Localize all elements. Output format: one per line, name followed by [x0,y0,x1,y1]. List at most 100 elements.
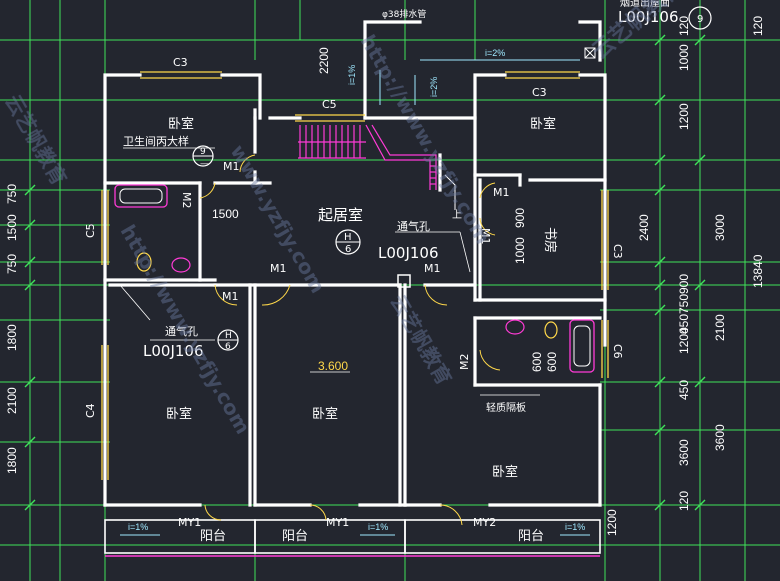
window-labels: C3 C3 C5 C5 C3 C4 C6 [84,56,624,418]
door-label: M1 [223,160,240,173]
slope-label: i=1% [368,522,388,532]
dim-text: 1800 [5,447,19,474]
door-label: M1 [424,262,441,275]
slope-label: i=2% [429,77,439,97]
note-bath-detail: 卫生间丙大样 [123,134,189,148]
note-roof-exit-ref: L00J106 [618,8,679,26]
dim-text: 450 [677,314,691,334]
dim-text: 2100 [5,387,19,414]
dim-text: 1000 [677,44,691,71]
note-vent-ref-2: L00J106 [143,342,204,360]
note-vent-1: 通气孔 [397,219,430,233]
slope-arrows [120,59,590,536]
note-drain-pipe: φ38排水管 [382,8,426,20]
note-roof-exit: 烟道出屋面 [620,0,670,9]
detail-vent2-num: H [225,331,232,341]
room-bedroom-se: 卧室 [492,464,518,480]
window-label: C4 [84,403,97,418]
left-dimensions: 750 1500 750 1800 2100 1800 [5,184,19,474]
door-label: M2 [458,354,471,371]
detail-bath-sub: — [200,159,209,169]
door-label: M2 [180,192,193,209]
window-label: C5 [322,98,337,111]
door-swings [199,154,501,526]
dimension-ticks [24,34,706,511]
bubble-dividers [193,155,360,341]
inner-dimensions: 1500 900 1000 2200 600 600 [212,47,559,372]
room-bedroom-nw: 卧室 [168,116,194,132]
dim-text: 900 [677,274,691,294]
slope-label: i=2% [485,48,505,58]
right-dimensions-a: 120 1000 1200 900 750 450 1200 450 3600 … [677,16,691,511]
dim-text: 600 [530,352,544,372]
door-label: M1 [270,262,287,275]
dim-text: 120 [677,16,691,36]
dim-text: 1500 [212,207,239,221]
door-label: MY1 [326,516,349,529]
dim-text: 3600 [713,424,727,451]
dim-text: 120 [677,491,691,511]
note-vent-ref-1: L00J106 [378,244,439,262]
dim-text: 1000 [513,237,527,264]
dim-text: 2100 [713,314,727,341]
staircase [298,124,437,190]
balcony-2-label: 阳台 [282,529,308,544]
dim-text: 750 [5,184,19,204]
dim-text: 3000 [713,214,727,241]
note-vent-2: 通气孔 [165,324,198,338]
balcony-3-label: 阳台 [518,529,544,544]
dim-text: 600 [545,352,559,372]
slope-label: i=1% [128,522,148,532]
room-study: 书房 [542,227,558,253]
room-bedroom-ne: 卧室 [530,116,556,132]
bottom-dimension: 1200 [605,509,619,536]
stair-arrow [444,174,456,210]
detail-vent2-sub: 6 [225,342,231,352]
room-bedroom-sw: 卧室 [166,406,192,422]
door-label: M1 [222,290,239,303]
note-partition: 轻质隔板 [486,401,526,414]
door-label: MY1 [178,516,201,529]
leader-lines [119,147,540,396]
window-label: C6 [611,344,624,359]
sanitary-fixtures [114,47,596,373]
watermark: http://www.yzfjy.com [116,221,256,439]
dim-text: 1200 [677,103,691,130]
detail-bath-num: 9 [200,147,206,157]
dim-text: 900 [513,208,527,228]
window-label: C3 [173,56,188,69]
room-bedroom-s: 卧室 [312,406,338,422]
right-dimensions-b: 2400 3000 2100 3600 [637,214,727,451]
stair-up-label: 上 [452,209,462,221]
detail-vent1-sub: 6 [345,244,351,255]
elevation-mark: 3.600 [318,359,348,373]
dim-text: 3600 [677,439,691,466]
dim-text: 2200 [317,47,331,74]
top-dimension: 120 [751,16,765,36]
dim-text: 1500 [5,214,19,241]
door-labels: M1 M1 M1 M1 M1 M1 M2 M2 MY1 MY1 MY2 [178,160,510,529]
watermark: 云艺帆教育 [1,91,72,190]
door-label: MY2 [473,516,496,529]
detail-roof-num: 9 [697,14,703,25]
balcony-railings [104,519,601,554]
window-label: C3 [532,86,547,99]
window-label: C3 [611,244,624,259]
slope-label: i=1% [565,522,585,532]
slope-label: i=1% [347,65,357,85]
dim-text: 1800 [5,324,19,351]
slope-labels: i=2% i=1% i=2% i=1% i=1% i=1% [128,48,585,532]
overall-dimension: 13840 [751,254,765,288]
dim-text: 1200 [677,327,691,354]
dim-text: 750 [677,294,691,314]
dim-text: 750 [5,254,19,274]
room-living: 起居室 [318,206,363,224]
door-label: M1 [493,186,510,199]
dim-text: 450 [677,380,691,400]
door-label: M1 [479,228,492,245]
walls [103,20,607,507]
balcony-1-label: 阳台 [200,529,226,544]
window-label: C5 [84,223,97,238]
